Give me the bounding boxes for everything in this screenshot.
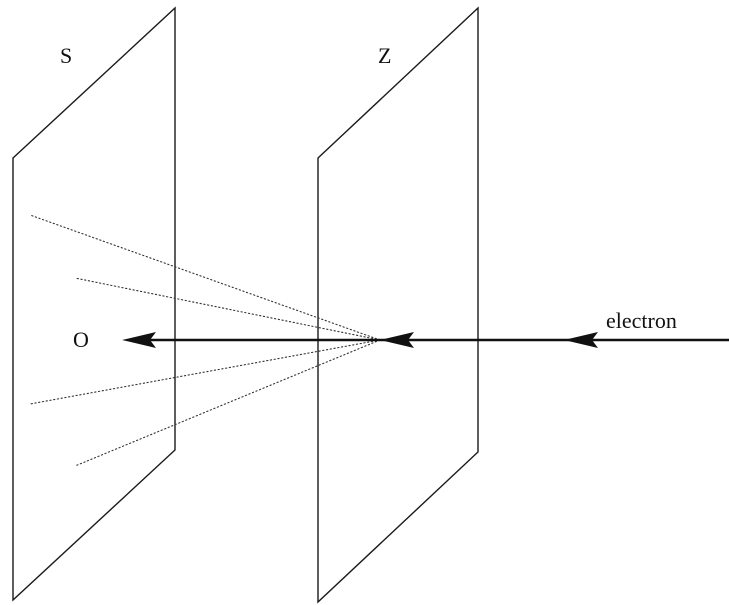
electron-label: electron <box>606 308 677 333</box>
diffraction-ray-3 <box>29 339 381 405</box>
beam-arrowhead-screen <box>122 332 156 348</box>
origin-label: O <box>73 327 89 352</box>
slit-plate <box>317 6 479 604</box>
beam-arrowhead-slit <box>380 332 414 348</box>
diffraction-ray-4 <box>74 339 381 467</box>
diffraction-ray-1 <box>29 214 381 341</box>
slit-plate-label: Z <box>378 43 391 68</box>
beam-arrowhead-incoming <box>564 332 598 348</box>
diffraction-ray-2 <box>74 277 381 341</box>
screen-label: S <box>60 43 72 68</box>
screen-plate <box>12 6 176 602</box>
